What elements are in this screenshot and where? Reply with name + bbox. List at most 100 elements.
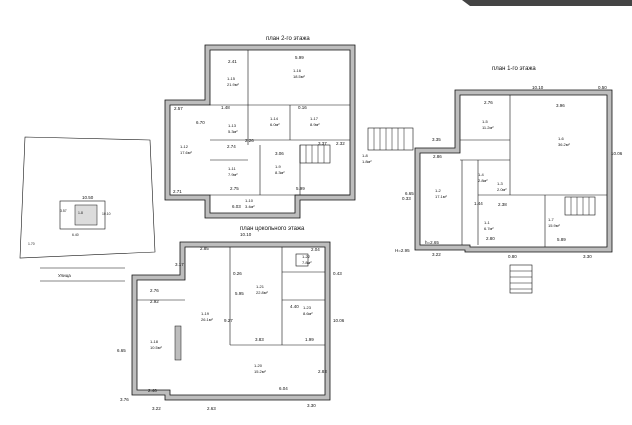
fixture (295, 253, 309, 267)
room-id: 1-6 (558, 136, 565, 141)
dim-label: 2.80 (486, 236, 495, 241)
street-label: Улица (58, 273, 71, 278)
room-area: 8.6м² (303, 311, 313, 316)
room-area: 26.1м² (201, 317, 214, 322)
dim-label: 0.50 (598, 85, 607, 90)
second-floor-stairs (299, 144, 331, 164)
dim-label: 3.22 (152, 406, 161, 411)
dim-label: 0.16 (298, 105, 307, 110)
second-floor-plan: план 2-го этажа 2.41 5.99 2.57 1.48 6.70… (164, 36, 372, 219)
room-area: 36.2м² (558, 142, 571, 147)
dim-label: 3.37 (318, 141, 327, 146)
site-plan: 10.50 3.57 1-8 10.10 6.40 1.70 Улица (19, 136, 156, 282)
room-area: 17.1м² (435, 194, 448, 199)
dim-label: 1.99 (305, 337, 314, 342)
dim-label: 2.46 (148, 388, 157, 393)
dim-label: 1.44 (474, 201, 483, 206)
dim-label: 0.26 (233, 271, 242, 276)
room-id: 1-11 (228, 166, 236, 171)
dim-label: 2.63 (207, 406, 216, 411)
dim-label: 2.04 (311, 247, 320, 252)
room-id: 1-9 (275, 164, 282, 169)
dim-label: 0.33 (402, 196, 411, 201)
second-floor-title: план 2-го этажа (266, 36, 310, 42)
dim-label: h=2.65 (425, 240, 439, 245)
dim-label: 6.03 (232, 204, 241, 209)
dim-label: 5.99 (295, 55, 304, 60)
room-id: 1-16 (293, 68, 302, 73)
dim-label: 6.04 (279, 386, 288, 391)
room-id: 1-20 (254, 363, 263, 368)
room-area: 3.4м² (245, 204, 255, 209)
dim-label: 0.43 (333, 271, 342, 276)
first-floor-plan: план 1-го этажа 10.10 0.50 2.76 3.96 10.… (395, 66, 623, 294)
site-dim-bottom: 6.40 (72, 233, 79, 237)
dim-label: 10.06 (333, 318, 345, 323)
dim-label: 2.74 (227, 144, 236, 149)
dim-label: 2.26 (245, 138, 254, 143)
room-id: 1-8 (362, 153, 369, 158)
room-id: 1-21 (256, 284, 265, 289)
dim-label: 10.10 (532, 85, 544, 90)
dim-label: 2.32 (336, 141, 345, 146)
dim-label: 10.10 (240, 232, 252, 237)
dim-label: 2.71 (173, 189, 182, 194)
dim-label: 2.76 (150, 288, 159, 293)
dim-label: 5.95 (235, 291, 244, 296)
room-area: 10.5м² (150, 345, 163, 350)
first-floor-stairs (564, 196, 596, 216)
room-id: 1-12 (180, 144, 189, 149)
site-dim-corner: 1.70 (28, 242, 35, 246)
dim-label: H=2.95 (395, 248, 410, 253)
dim-label: 3.83 (255, 337, 264, 342)
room-area: 8.9м² (310, 122, 320, 127)
room-id: 1-13 (228, 123, 237, 128)
room-area: 18.5м² (293, 74, 306, 79)
dim-label: 3.17 (175, 262, 184, 267)
dim-label: 6.65 (405, 191, 414, 196)
dim-label: 2.83 (318, 369, 327, 374)
dim-label: 1.48 (221, 105, 230, 110)
room-id: 1-15 (227, 76, 236, 81)
dim-label: 5.89 (557, 237, 566, 242)
room-id: 1-4 (478, 172, 485, 177)
site-house-block (74, 204, 98, 226)
room-id: 1-19 (201, 311, 210, 316)
site-boundary (19, 136, 156, 259)
dim-label: 2.76 (484, 100, 493, 105)
corner-mark (462, 0, 632, 6)
room-id: 1-7 (548, 217, 555, 222)
dim-label: 3.22 (432, 252, 441, 257)
room-area: 15.9м² (548, 223, 561, 228)
room-area: 15.2м² (254, 369, 267, 374)
room-id: 1-10 (245, 198, 254, 203)
dim-label: 3.30 (583, 254, 592, 259)
dim-label: 5.99 (296, 186, 305, 191)
room-area: 21.9м² (227, 82, 240, 87)
first-floor-title: план 1-го этажа (492, 66, 536, 72)
basement-title: план цокольного этажа (240, 226, 305, 232)
room-id: 1-18 (150, 339, 159, 344)
site-house-label: 1-8 (78, 211, 83, 215)
dim-label: 2.86 (433, 154, 442, 159)
dim-label: 2.41 (228, 59, 237, 64)
room-area: 2.0м² (497, 187, 507, 192)
site-house-outline (59, 200, 106, 230)
room-id: 1-3 (497, 181, 504, 186)
room-id: 1-23 (303, 305, 312, 310)
dim-label: 9.27 (224, 318, 233, 323)
site-dim-top: 10.50 (82, 195, 94, 200)
basement-outer-walls (131, 241, 331, 401)
room-area: 8.3м² (275, 170, 285, 175)
room-area: 11.2м² (482, 125, 494, 130)
dim-label: 2.75 (230, 186, 239, 191)
room-area: 17.6м² (180, 150, 193, 155)
entrance-stairs (509, 264, 533, 294)
room-area: 6.0м² (270, 122, 280, 127)
room-area: 7.9м² (228, 172, 238, 177)
dim-label: 2.38 (498, 202, 507, 207)
dim-label: 6.65 (117, 348, 126, 353)
first-floor-outer-walls (414, 89, 613, 253)
dim-label: 4.40 (290, 304, 299, 309)
